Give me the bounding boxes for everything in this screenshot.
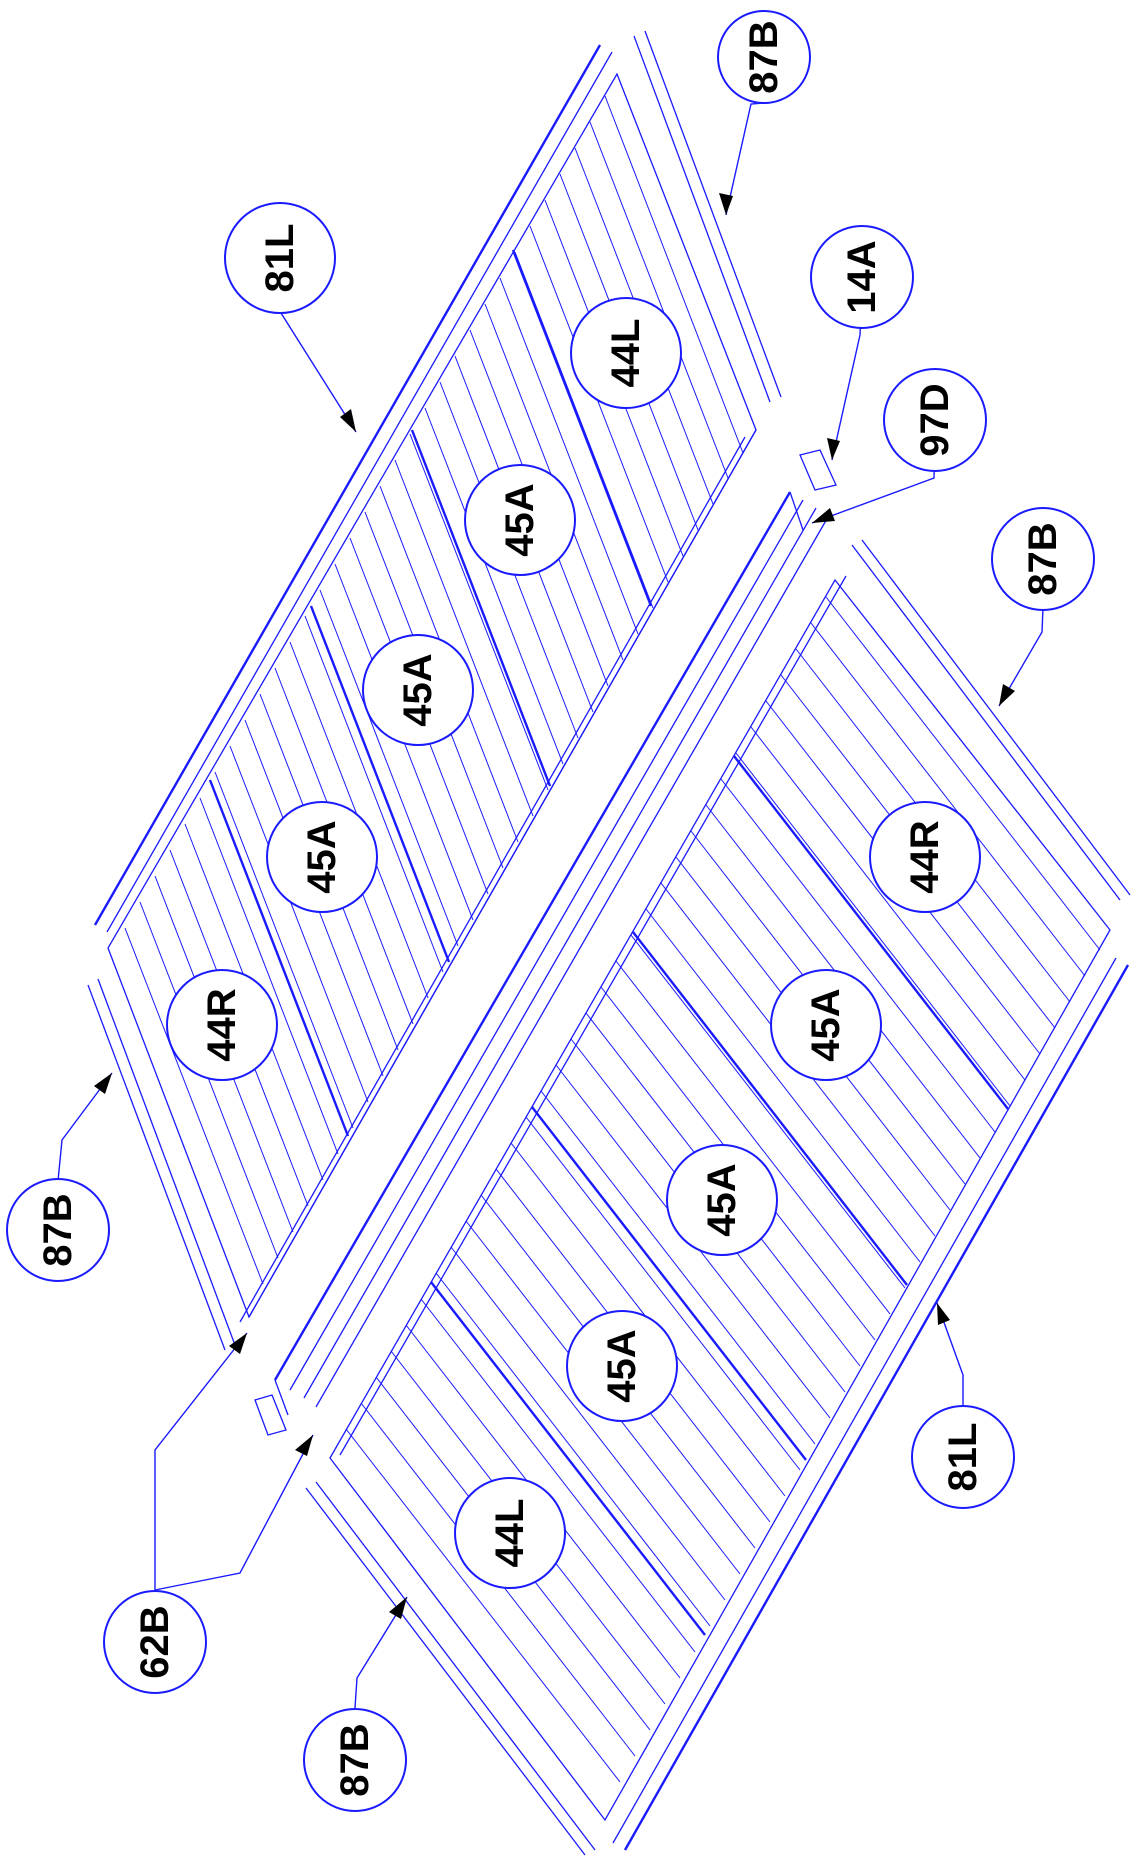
panel-label-upper-4: 45A bbox=[266, 801, 378, 913]
callout-62b-end-caps: 62B bbox=[103, 1590, 207, 1694]
svg-text:45A: 45A bbox=[498, 483, 542, 556]
panel-label-lower-3: 45A bbox=[666, 1144, 778, 1256]
callout-97d-ridge: 97D bbox=[883, 368, 987, 472]
callout-87b-top-right: 87B bbox=[717, 10, 811, 104]
callout-81l-top-left: 81L bbox=[224, 202, 336, 314]
panel-label-lower-1: 44R bbox=[869, 801, 981, 913]
svg-text:62B: 62B bbox=[133, 1605, 177, 1678]
panel-label-upper-3: 45A bbox=[362, 634, 474, 746]
ridge-cap bbox=[273, 491, 829, 1416]
callout-87b-bottom: 87B bbox=[303, 1708, 407, 1812]
svg-text:44L: 44L bbox=[488, 1499, 532, 1568]
panel-label-upper-5: 44R bbox=[166, 969, 278, 1081]
panel-label-lower-5: 44L bbox=[454, 1477, 566, 1589]
panel-label-lower-2: 45A bbox=[770, 969, 882, 1081]
svg-text:45A: 45A bbox=[300, 820, 344, 893]
svg-text:81L: 81L bbox=[258, 224, 302, 293]
callout-87b-mid-right: 87B bbox=[991, 507, 1095, 611]
panel-label-lower-4: 45A bbox=[566, 1310, 678, 1422]
svg-text:87B: 87B bbox=[742, 20, 786, 93]
callout-14a-cap: 14A bbox=[810, 225, 914, 329]
svg-text:14A: 14A bbox=[840, 240, 884, 313]
callout-81l-bottom-right: 81L bbox=[911, 1405, 1015, 1509]
svg-text:87B: 87B bbox=[1021, 522, 1065, 595]
svg-text:44R: 44R bbox=[903, 820, 947, 893]
panel-label-upper-2: 45A bbox=[464, 464, 576, 576]
svg-text:87B: 87B bbox=[333, 1723, 377, 1796]
callout-87b-left: 87B bbox=[6, 1178, 110, 1282]
svg-text:44L: 44L bbox=[604, 319, 648, 388]
svg-text:97D: 97D bbox=[913, 383, 957, 456]
svg-text:45A: 45A bbox=[700, 1163, 744, 1236]
svg-text:87B: 87B bbox=[36, 1193, 80, 1266]
end-cap-62B bbox=[254, 1394, 287, 1436]
cap-piece-14A bbox=[799, 449, 837, 491]
svg-text:45A: 45A bbox=[396, 653, 440, 726]
svg-text:44R: 44R bbox=[200, 988, 244, 1061]
svg-text:45A: 45A bbox=[804, 988, 848, 1061]
panel-label-upper-1: 44L bbox=[570, 297, 682, 409]
svg-text:81L: 81L bbox=[941, 1423, 985, 1492]
svg-text:45A: 45A bbox=[600, 1329, 644, 1402]
